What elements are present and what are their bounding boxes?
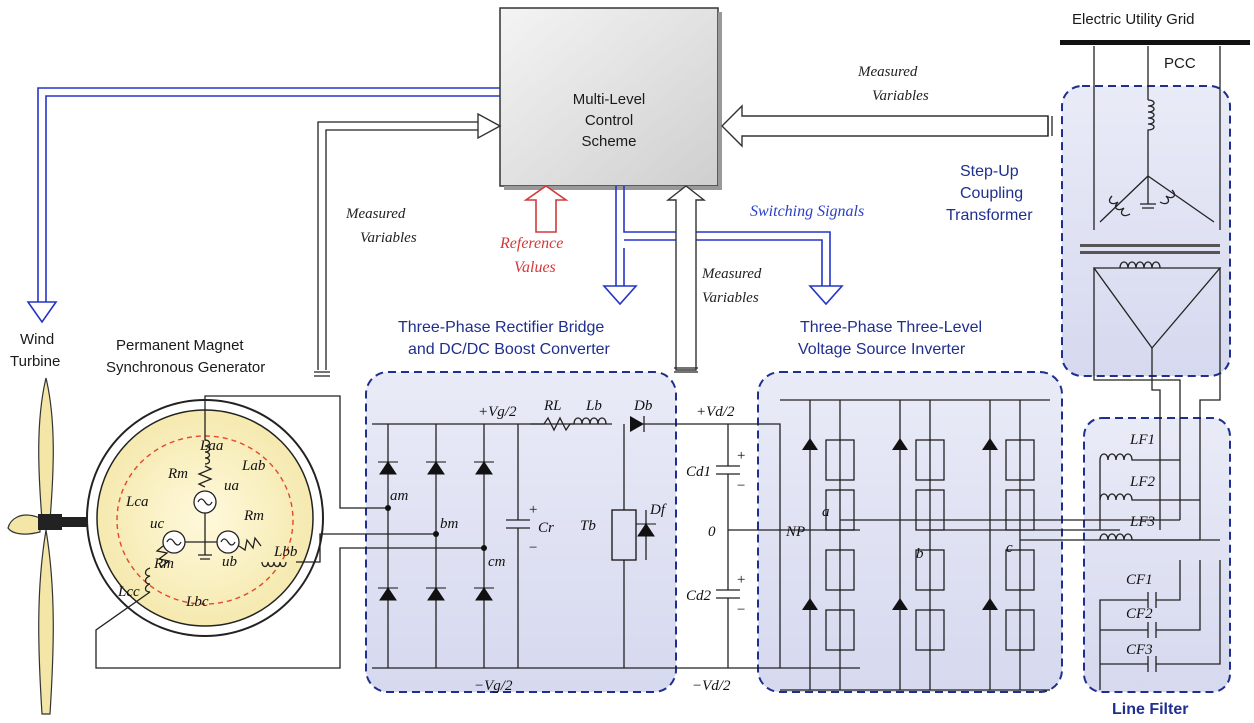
- control-label-line2: Control: [585, 112, 633, 129]
- measured-mid-line2: Variables: [702, 290, 759, 306]
- line-filter-label: Line Filter: [1112, 701, 1188, 718]
- sym-ua: ua: [224, 478, 239, 494]
- measured-top-line2: Variables: [872, 88, 929, 104]
- sym-a: a: [822, 504, 830, 520]
- sym-rm-b: Rm: [243, 508, 264, 524]
- sym-cr: Cr: [538, 520, 554, 536]
- sym-plus-cd2: +: [736, 572, 746, 588]
- wind-turbine-icon: [7, 377, 94, 715]
- sym-tb: Tb: [580, 518, 596, 534]
- switching-signal-arrows: [602, 186, 844, 306]
- pmsg-generator: [86, 399, 324, 637]
- control-label-line1: Multi-Level: [573, 91, 646, 108]
- sym-plus-cr: +: [528, 502, 538, 518]
- sym-uc: uc: [150, 516, 165, 532]
- sym-cf2: CF2: [1126, 606, 1153, 622]
- transformer-line3: Transformer: [946, 207, 1033, 224]
- measured-left-line2: Variables: [360, 230, 417, 246]
- inverter-line2: Voltage Source Inverter: [798, 341, 966, 358]
- sym-lbc: Lbc: [185, 594, 209, 610]
- sym-cf3: CF3: [1126, 642, 1153, 658]
- inverter-box: [757, 371, 1063, 693]
- gen-wire-b: [296, 533, 436, 563]
- reference-line2: Values: [514, 259, 556, 276]
- sym-minus-cd1: −: [736, 478, 746, 494]
- rectifier-line1: Three-Phase Rectifier Bridge: [398, 319, 604, 336]
- pmsg-line2: Synchronous Generator: [106, 359, 265, 376]
- sym-lbb: Lbb: [273, 544, 298, 560]
- gen-wire-c: [95, 547, 484, 669]
- gen-wire-a: [204, 395, 388, 509]
- sym-np: NP: [785, 524, 805, 540]
- sym-vd-pos: +Vd/2: [696, 404, 735, 420]
- sym-plus-cd1: +: [736, 448, 746, 464]
- switching-label: Switching Signals: [750, 203, 864, 220]
- pcc-label: PCC: [1164, 55, 1196, 72]
- sym-zero: 0: [708, 524, 716, 540]
- control-scheme-box: [499, 7, 719, 187]
- wind-line2: Turbine: [10, 353, 60, 370]
- reference-line1: Reference: [499, 235, 563, 252]
- inverter-line1: Three-Phase Three-Level: [800, 319, 982, 336]
- sym-lf1: LF1: [1129, 432, 1155, 448]
- measured-arrow-mid: [665, 185, 707, 373]
- sym-lab: Lab: [241, 458, 266, 474]
- grid-label: Electric Utility Grid: [1072, 11, 1195, 28]
- sym-cf1: CF1: [1126, 572, 1153, 588]
- sym-ub: ub: [222, 554, 238, 570]
- sym-lf2: LF2: [1129, 474, 1156, 490]
- measured-left-line1: Measured: [345, 206, 406, 222]
- measured-top-line1: Measured: [857, 64, 918, 80]
- sym-am: am: [390, 488, 409, 504]
- rectifier-bridge: [372, 416, 860, 669]
- line-filter-box: [1083, 417, 1231, 693]
- measured-mid-line1: Measured: [701, 266, 762, 282]
- control-label-line3: Scheme: [581, 133, 636, 150]
- sym-cd1: Cd1: [686, 464, 711, 480]
- rectifier-line2: and DC/DC Boost Converter: [408, 341, 611, 358]
- sym-lcc: Lcc: [117, 584, 140, 600]
- reference-arrow: [523, 185, 569, 233]
- transformer-line1: Step-Up: [960, 163, 1019, 180]
- inverter-legs: [780, 399, 1200, 691]
- sym-lb: Lb: [585, 398, 602, 414]
- rectifier-boost-box: [365, 371, 677, 693]
- sym-db: Db: [633, 398, 653, 414]
- sym-lf3: LF3: [1129, 514, 1155, 530]
- sym-rl: RL: [543, 398, 562, 414]
- sym-rm-a: Rm: [167, 466, 188, 482]
- sym-minus-cr: −: [528, 540, 538, 556]
- sym-df: Df: [649, 502, 667, 518]
- measured-arrow-top: [721, 104, 1053, 148]
- sym-lca: Lca: [125, 494, 149, 510]
- sym-vd-neg: −Vd/2: [692, 678, 731, 694]
- sym-laa: Laa: [199, 438, 223, 454]
- measured-arrow-left: [314, 112, 502, 377]
- sym-cm: cm: [488, 554, 506, 570]
- sym-c: c: [1006, 540, 1013, 556]
- sym-vg-pos: +Vg/2: [478, 404, 517, 420]
- line-filter: [1099, 453, 1221, 690]
- sym-bm: bm: [440, 516, 459, 532]
- wind-line1: Wind: [20, 331, 54, 348]
- sym-b: b: [916, 546, 924, 562]
- sym-rm-c: Rm: [153, 556, 174, 572]
- transformer-line2: Coupling: [960, 185, 1023, 202]
- sym-minus-cd2: −: [736, 602, 746, 618]
- sym-vg-neg: −Vg/2: [474, 678, 513, 694]
- sym-cd2: Cd2: [686, 588, 712, 604]
- transformer-box: [1061, 85, 1231, 377]
- pitch-signal-arrow: [26, 87, 500, 324]
- pmsg-line1: Permanent Magnet: [116, 337, 244, 354]
